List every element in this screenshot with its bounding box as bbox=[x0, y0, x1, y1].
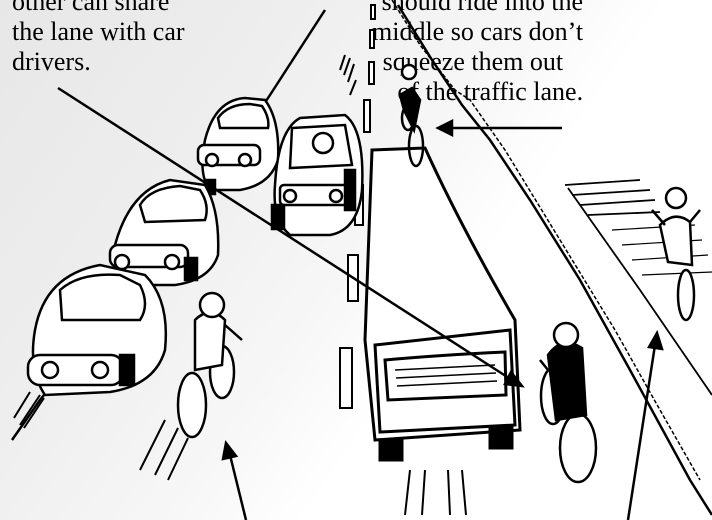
parked-car-far bbox=[198, 98, 278, 194]
lane-dash bbox=[369, 62, 374, 84]
arrowhead bbox=[649, 333, 662, 349]
cyclist-bike-lane bbox=[652, 188, 700, 320]
lane-dash bbox=[340, 348, 352, 408]
pointer-line-bottom-left bbox=[230, 455, 246, 520]
cyclist-right bbox=[540, 323, 596, 482]
lane-dash bbox=[364, 100, 370, 132]
lane-dash bbox=[370, 30, 374, 48]
left-curb-hatch bbox=[14, 392, 44, 428]
moving-car bbox=[272, 115, 362, 235]
parked-car-second bbox=[110, 180, 218, 285]
arrowhead bbox=[438, 121, 452, 135]
driver-head bbox=[313, 133, 333, 153]
lane-dash bbox=[371, 5, 375, 19]
parked-car-near bbox=[28, 265, 166, 395]
bus bbox=[365, 148, 520, 515]
arrowhead bbox=[223, 443, 236, 459]
